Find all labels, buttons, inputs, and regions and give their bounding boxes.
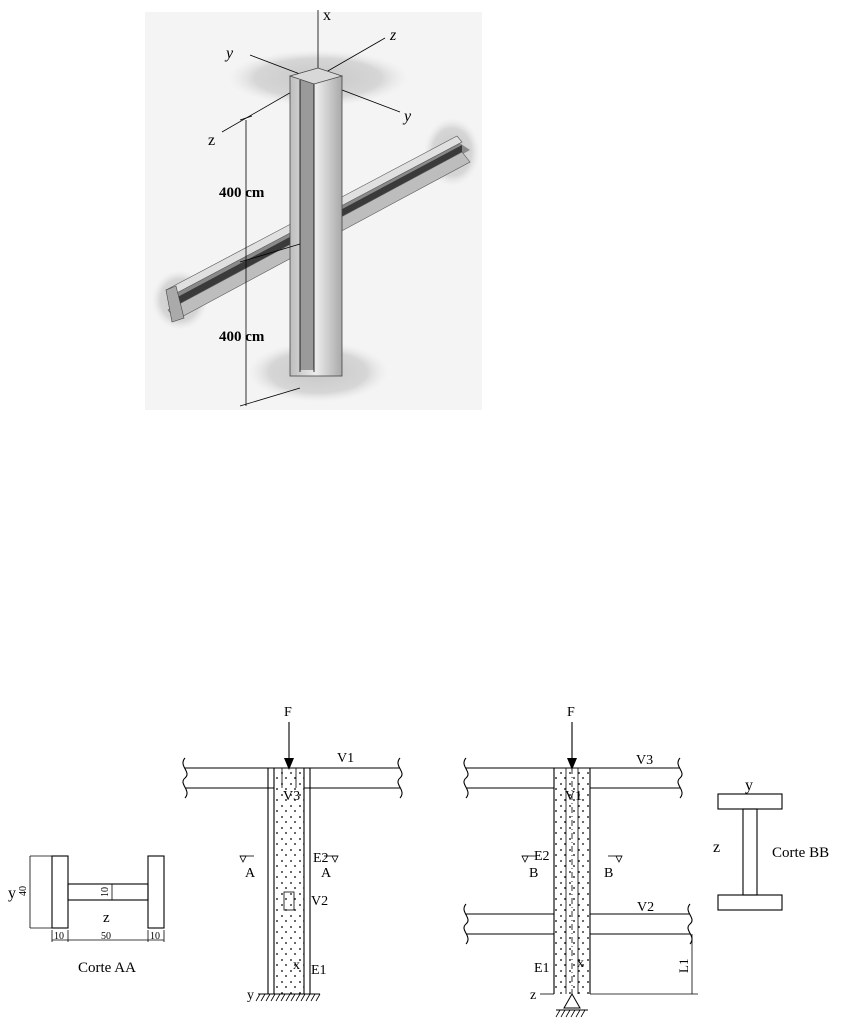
column-web-shade	[300, 80, 314, 370]
el-break-left	[183, 758, 187, 798]
er-break-top-left	[464, 758, 468, 798]
er-wall-label: E2	[534, 849, 550, 864]
aa-left-flange	[52, 856, 68, 928]
er-beam-mid-label: V2	[637, 900, 654, 915]
isometric-view: x z y z y 400 cm 400 cm	[145, 7, 482, 410]
er-sec-b-right-tri	[616, 856, 622, 862]
er-lower-label: E1	[534, 961, 550, 976]
er-pin-support	[564, 994, 580, 1008]
aa-right-flange	[148, 856, 164, 928]
iso-axis-z-top-label: z	[389, 27, 397, 44]
aa-dim-40: 40	[18, 886, 29, 896]
bb-bottom-flange	[718, 895, 782, 910]
aa-label-z: z	[103, 910, 110, 926]
er-dim-l1: L1	[676, 959, 691, 973]
el-small-beam-label: V2	[311, 894, 328, 909]
iso-axis-y-right-label: y	[402, 108, 412, 125]
el-wall-label: E2	[313, 851, 329, 866]
er-break-top-right	[678, 758, 682, 798]
corte-bb: y z Corte BB	[713, 777, 829, 910]
elevation-right: F V3 V1 E2 B B V2 E1 x z L1	[464, 705, 698, 1017]
el-ground-hatch	[256, 994, 320, 1001]
er-support-hatch	[556, 1010, 585, 1017]
el-sec-a-right-tri	[332, 856, 338, 862]
el-sec-a-left-tri	[240, 856, 246, 862]
bb-title: Corte BB	[772, 845, 829, 861]
column-body	[290, 76, 342, 376]
er-beam-top-label: V3	[636, 753, 653, 768]
el-break-right	[398, 758, 402, 798]
er-force-label: F	[567, 705, 575, 720]
iso-axis-x-label: x	[323, 7, 331, 24]
er-break-mid-left	[464, 904, 468, 944]
iso-dim-upper: 400 cm	[219, 185, 265, 201]
er-axis-x-label: x	[577, 956, 584, 971]
bb-label-z: z	[713, 839, 720, 856]
el-sec-a-left-label: A	[245, 866, 256, 881]
iso-axis-z-left-label: z	[208, 132, 215, 149]
el-sec-a-right-label: A	[321, 866, 332, 881]
er-sec-b-right-label: B	[604, 866, 613, 881]
bb-web	[743, 809, 757, 895]
bb-top-flange	[718, 794, 782, 809]
el-lower-label: E1	[311, 963, 327, 978]
el-inner-label: V3	[283, 789, 300, 804]
er-sec-b-left-tri	[522, 856, 528, 862]
er-axis-z-label: z	[530, 988, 536, 1003]
el-beam-top-label: V1	[337, 751, 354, 766]
er-break-mid-right	[688, 904, 692, 944]
elevation-left: F V1 V3 E2 A A V2 x E1 y	[183, 705, 402, 1003]
aa-dim-10-right: 10	[150, 931, 160, 942]
aa-dim-50: 50	[101, 931, 111, 942]
el-axis-x-label: x	[293, 958, 300, 973]
aa-label-y: y	[8, 885, 16, 902]
el-axis-y-label: y	[247, 988, 254, 1003]
bb-label-y: y	[745, 777, 753, 794]
corte-aa: y z 40 10 10 50 10 Corte AA	[8, 856, 164, 976]
er-sec-b-left-label: B	[529, 866, 538, 881]
er-inner-label: V1	[565, 789, 582, 804]
aa-dim-10-left: 10	[54, 931, 64, 942]
el-force-label: F	[284, 705, 292, 720]
aa-title: Corte AA	[78, 960, 136, 976]
iso-dim-lower: 400 cm	[219, 329, 265, 345]
iso-axis-y-top-label: y	[224, 45, 234, 62]
aa-dim-10-web: 10	[100, 887, 111, 897]
